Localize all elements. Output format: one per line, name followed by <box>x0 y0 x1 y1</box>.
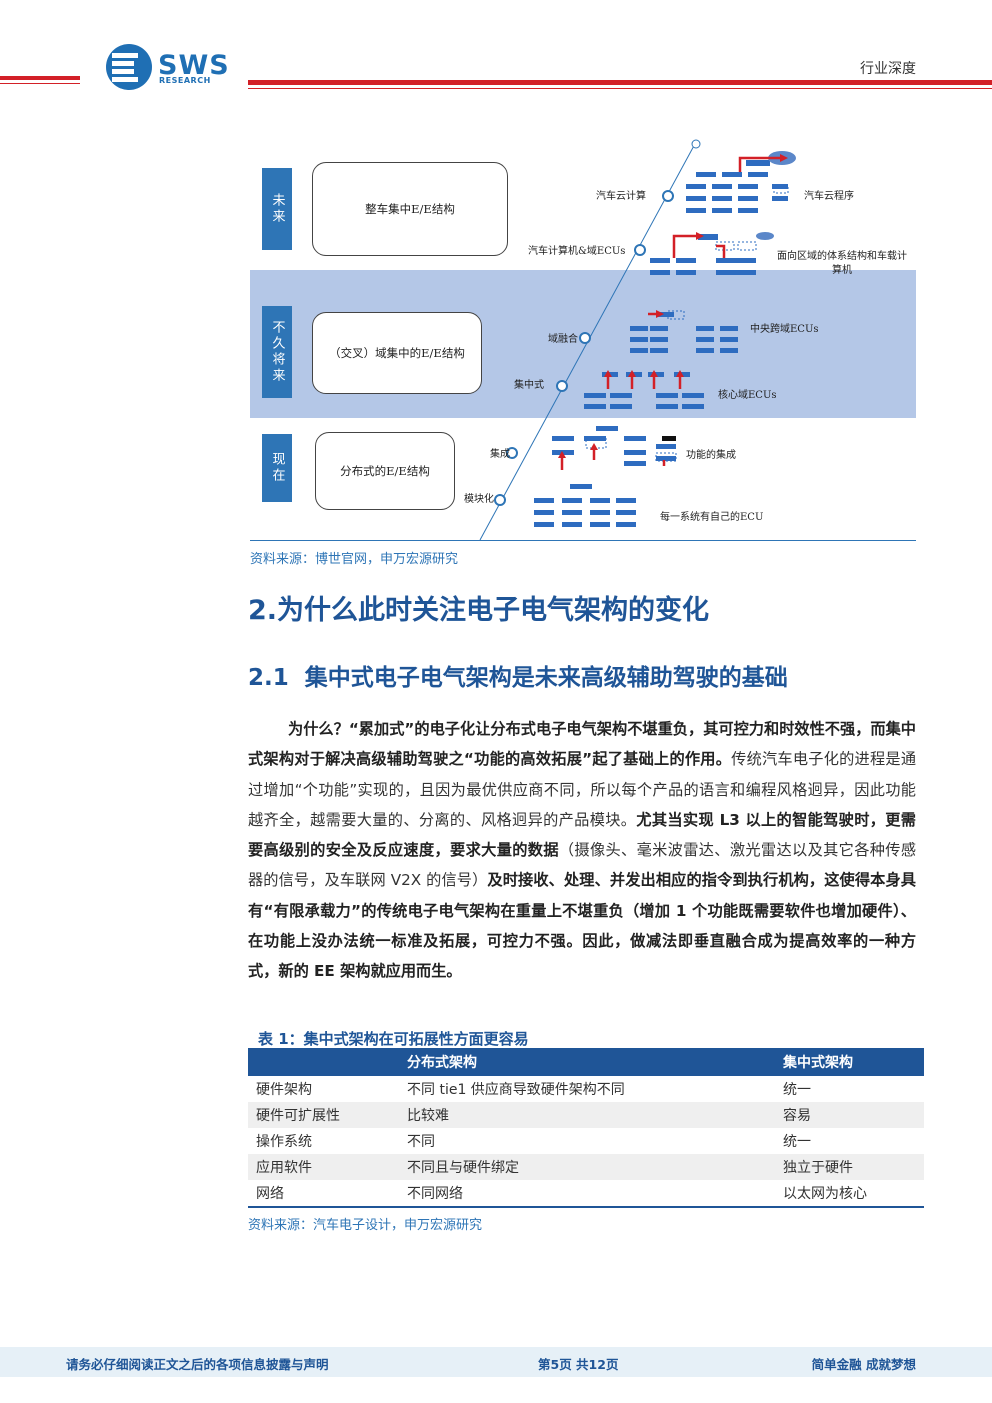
box-vehicle-central: 整车集中E/E结构 <box>312 162 508 256</box>
band-label-present: 现在 <box>262 434 292 502</box>
band-future: 未来 整车集中E/E结构 <box>250 130 916 270</box>
stage-label-centralized: 集中式 <box>514 380 544 391</box>
band-label-future: 未来 <box>262 168 292 250</box>
stage-label-domain-fusion: 域融合 <box>548 334 578 345</box>
table-header-cell: 集中式架构 <box>775 1048 924 1076</box>
para-sentence-3: 尤其当实现 L3 以上的智能驾驶时，更需要高级别的安全及反应速度，要求大量的数据 <box>248 810 916 860</box>
footer-slogan: 简单金融 成就梦想 <box>811 1357 916 1372</box>
table-cell: 网络 <box>248 1180 399 1208</box>
header-rule-right-thin <box>248 88 992 89</box>
label-cross-domain: 中央跨域ECUs <box>750 324 819 335</box>
stage-label-modular: 模块化 <box>464 494 494 505</box>
para-sentence-2: 传统汽车电子化的进程是通过增加“个功能”实现的，且因为最优供应商不同，所以每个产… <box>248 750 917 829</box>
band-label-near-future: 不久将来 <box>262 306 292 398</box>
sws-logo-icon <box>106 44 152 90</box>
table-cell: 以太网为核心 <box>775 1180 924 1208</box>
body-paragraph: 为什么？“累加式”的电子化让分布式电子电气架构不堪重负，其可控力和时效性不强，而… <box>248 714 916 987</box>
footer-disclaimer: 请务必仔细阅读正文之后的各项信息披露与声明 <box>66 1357 329 1372</box>
logo-text: SWS <box>158 50 230 81</box>
table-source: 资料来源：汽车电子设计，申万宏源研究 <box>248 1218 483 1233</box>
table-cell: 不同且与硬件绑定 <box>399 1154 775 1180</box>
para-sentence-4: （摄像头、毫米波雷达、激光雷达以及其它各种传感器的信号，及车联网 V2X 的信号… <box>248 841 917 890</box>
box-domain-central: （交叉）域集中的E/E结构 <box>312 312 482 394</box>
comparison-table: 分布式架构 集中式架构 硬件架构 不同 tie1 供应商导致硬件架构不同 统一 … <box>248 1048 924 1208</box>
table-row: 操作系统 不同 统一 <box>248 1128 924 1154</box>
table-cell: 容易 <box>775 1102 924 1128</box>
label-core-domain: 核心域ECUs <box>718 390 777 401</box>
stage-label-vehicle-computer: 汽车计算机&域ECUs <box>528 246 626 257</box>
table-cell: 操作系统 <box>256 1134 312 1150</box>
subsection-heading: 2.1 集中式电子电气架构是未来高级辅助驾驶的基础 <box>248 658 788 692</box>
stage-label-integration: 集成 <box>490 449 510 460</box>
ee-architecture-figure: 未来 整车集中E/E结构 不久将来 （交叉）域集中的E/E结构 现在 分布式的E… <box>250 130 916 540</box>
subsection-number: 2.1 <box>248 665 289 691</box>
label-zone-architecture: 面向区域的体系结构和车载计算机 <box>777 251 907 276</box>
figure-source: 资料来源：博世官网，申万宏源研究 <box>250 552 459 567</box>
para-sentence-1: 为什么？“累加式”的电子化让分布式电子电气架构不堪重负，其可控力和时效性不强，而… <box>248 720 916 769</box>
table-row: 网络 不同网络 以太网为核心 <box>248 1180 924 1208</box>
label-function-integration: 功能的集成 <box>686 450 736 461</box>
table-header-row: 分布式架构 集中式架构 <box>248 1048 924 1076</box>
band-present: 现在 分布式的E/E结构 <box>250 418 916 540</box>
table-header-cell <box>248 1048 399 1076</box>
section-heading: 2.为什么此时关注电子电气架构的变化 <box>248 595 710 626</box>
table-cell: 统一 <box>783 1134 811 1150</box>
table-row: 应用软件 不同且与硬件绑定 独立于硬件 <box>248 1154 924 1180</box>
figure-rule <box>250 540 916 541</box>
table-title: 表 1：集中式架构在可拓展性方面更容易 <box>258 1030 529 1048</box>
header-rule-left <box>0 76 80 80</box>
footer-bar <box>0 1347 992 1377</box>
header-rule-left-thin <box>0 83 80 84</box>
band-near-future: 不久将来 （交叉）域集中的E/E结构 <box>250 270 916 418</box>
table-cell: 不同网络 <box>399 1180 775 1208</box>
table-cell: 比较难 <box>399 1102 775 1128</box>
diagram-graphics <box>479 139 796 540</box>
table-cell: 独立于硬件 <box>775 1154 924 1180</box>
page-number: 第5页 共12页 <box>538 1357 619 1372</box>
table-cell: 硬件架构 <box>256 1082 312 1098</box>
table-row: 硬件可扩展性 比较难 容易 <box>248 1102 924 1128</box>
section-tag: 行业深度 <box>860 61 916 77</box>
para-sentence-5: 及时接收、处理、并发出相应的指令到执行机构，这使得本身具有“有限承载力”的传统电… <box>248 871 916 981</box>
table-row: 硬件架构 不同 tie1 供应商导致硬件架构不同 统一 <box>248 1076 924 1102</box>
table-cell: 不同 tie1 供应商导致硬件架构不同 <box>407 1082 625 1098</box>
label-cloud-program: 汽车云程序 <box>804 191 854 202</box>
label-each-system: 每一系统有自己的ECU <box>660 512 764 523</box>
box-distributed: 分布式的E/E结构 <box>315 432 455 510</box>
stage-label-cloud: 汽车云计算 <box>596 191 646 202</box>
table-cell: 应用软件 <box>248 1154 399 1180</box>
table-cell: 不同 <box>407 1134 435 1150</box>
subsection-title: 集中式电子电气架构是未来高级辅助驾驶的基础 <box>304 665 788 691</box>
logo-subtext: RESEARCH <box>159 76 211 85</box>
table-header-cell: 分布式架构 <box>399 1048 775 1076</box>
header-rule-right <box>248 80 992 85</box>
table-cell: 硬件可扩展性 <box>248 1102 399 1128</box>
table-cell: 统一 <box>783 1082 811 1098</box>
